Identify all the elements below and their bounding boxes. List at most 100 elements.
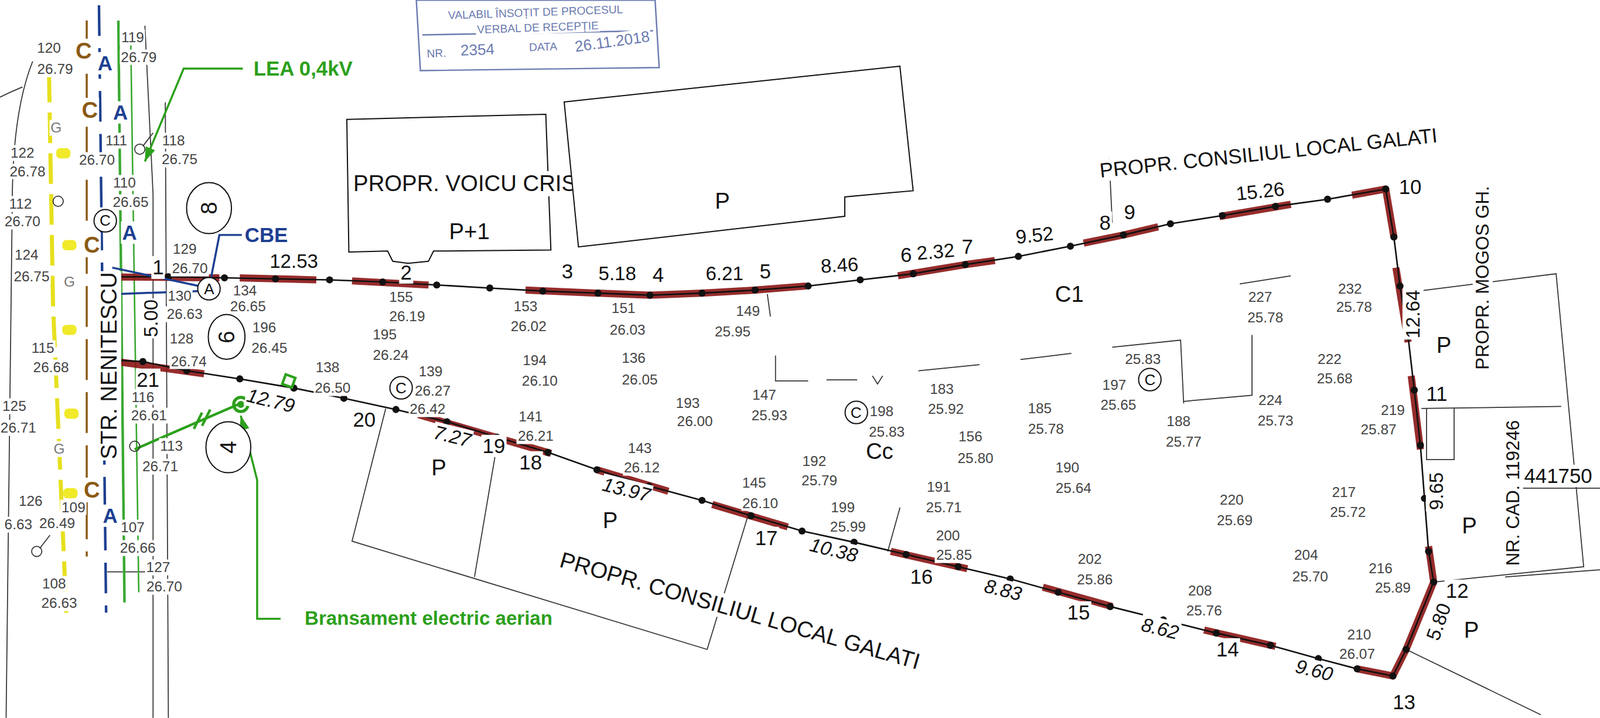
elevation-label: 26.19 [387, 308, 426, 325]
stamp-text: 2354 [459, 41, 497, 60]
elevation-label: 26.63 [40, 595, 79, 612]
elevation-label: 26.21 [516, 427, 555, 444]
elevation-label: 112 [7, 196, 33, 213]
elevation-label: 25.69 [1215, 512, 1254, 529]
elevation-label: 127 [145, 559, 172, 576]
dimension: 6.21 [704, 263, 745, 285]
dimension: 9.52 [1013, 223, 1056, 249]
elevation-label: 26.27 [413, 383, 452, 399]
map-label: 6 [214, 329, 240, 344]
dimension: 15.26 [1233, 178, 1287, 206]
elevation-label: 217 [1330, 483, 1357, 500]
map-label: PROPR. MOGOS GH. [1472, 184, 1493, 371]
elevation-label: 26.42 [408, 401, 447, 418]
elevation-label: 139 [417, 363, 445, 380]
elevation-label: 136 [620, 350, 647, 367]
elevation-label: 200 [935, 527, 962, 544]
elevation-label: 25.89 [1373, 580, 1412, 596]
dimension: 12.79 [243, 384, 298, 418]
elevation-label: 113 [158, 438, 184, 455]
map-label: P [430, 455, 448, 480]
elevation-label: 25.87 [1359, 421, 1398, 438]
elevation-label: 210 [1346, 626, 1373, 643]
elevation-label: 26.45 [250, 340, 289, 357]
elevation-label: 25.71 [925, 499, 964, 515]
stamp-frame [416, 0, 660, 71]
map-label: C [394, 379, 408, 397]
elevation-label: 222 [1316, 351, 1343, 368]
point-number: 5 [758, 260, 773, 283]
elevation-label: 25.64 [1054, 479, 1093, 496]
map-label: P [713, 188, 732, 214]
leader-lines [134, 68, 296, 619]
elevation-label: 25.78 [1246, 309, 1285, 326]
elevation-label: 147 [751, 387, 778, 404]
map-label: P [1462, 617, 1481, 643]
elevation-label: 26.05 [621, 371, 660, 388]
elevation-label: 26.49 [38, 515, 77, 532]
map-label: C [1143, 371, 1157, 389]
elevation-label: 26.50 [313, 379, 352, 396]
elevation-label: 143 [626, 439, 654, 456]
map-label: NR. CAD. 119246 [1503, 418, 1524, 568]
elevation-label: 25.72 [1328, 504, 1367, 521]
network-letter: A [96, 52, 114, 75]
symbol-circle [93, 209, 117, 232]
dimension: 9.65 [1425, 471, 1448, 511]
elevation-label: 107 [119, 519, 146, 536]
elevation-label: 115 [30, 340, 56, 357]
building-outline [564, 66, 914, 247]
elevation-label: 26.12 [622, 459, 661, 476]
point-number: 2 [399, 261, 414, 284]
network-letter: C [82, 477, 102, 503]
point-number: 10 [1397, 175, 1424, 199]
elevation-label: 25.83 [867, 423, 906, 440]
elevation-label: 197 [1101, 376, 1128, 393]
symbol-circle [198, 277, 221, 300]
elevation-label: 199 [829, 499, 856, 515]
symbol-circle: C [1136, 366, 1163, 393]
elevation-label: 26.10 [520, 372, 559, 389]
elevation-label: 227 [1247, 288, 1274, 305]
elevation-label: 125 [1, 398, 28, 415]
elevation-label: 153 [512, 298, 539, 315]
parcel-number-circle [207, 314, 245, 360]
elevation-label: 145 [741, 474, 768, 491]
elevation-label: 25.73 [1256, 412, 1295, 429]
point-number: 7 [960, 235, 974, 258]
map-label: PROPR. CONSILIUL LOCAL GALATI [555, 546, 924, 674]
dimension: 10.38 [806, 533, 861, 567]
parcel-boundary [101, 189, 1434, 677]
elevation-label: 26.24 [372, 347, 411, 364]
elevation-label: 202 [1076, 551, 1104, 568]
elevation-label: 204 [1293, 547, 1320, 564]
elevation-label: 219 [1379, 402, 1407, 419]
elevation-label: 26.70 [170, 260, 209, 277]
point-number: 21 [135, 368, 161, 391]
elevation-label: 141 [517, 408, 544, 425]
symbol-circle: C [91, 207, 119, 234]
point-number: 13 [1391, 690, 1417, 713]
building-outline: P [560, 62, 918, 251]
elevation-label: 25.79 [800, 472, 839, 489]
elevation-label: 26.66 [118, 540, 158, 556]
point-number: 17 [754, 526, 780, 549]
elevation-label: 25.86 [1075, 571, 1114, 588]
parcel-number-circle [206, 421, 252, 473]
elevation-label: 26.02 [509, 318, 548, 335]
map-label: Cc [864, 438, 895, 464]
elevation-label: 232 [1336, 280, 1364, 297]
elevation-label: 26.61 [130, 407, 169, 423]
stamp-text: NR. [425, 46, 449, 60]
stamp-text: VERBAL DE RECEPȚIE [475, 19, 600, 36]
elevation-label: 108 [41, 575, 68, 592]
elevation-label: 6.63 [3, 516, 34, 533]
elevation-label: 25.78 [1027, 420, 1066, 437]
network-letter: G [49, 119, 63, 136]
elevation-label: 26.68 [32, 359, 71, 376]
dimension: 8.46 [819, 253, 861, 278]
elevation-label: 26.65 [111, 193, 150, 210]
dimension: 8.83 [981, 574, 1026, 606]
elevation-label: 26.75 [160, 151, 199, 167]
